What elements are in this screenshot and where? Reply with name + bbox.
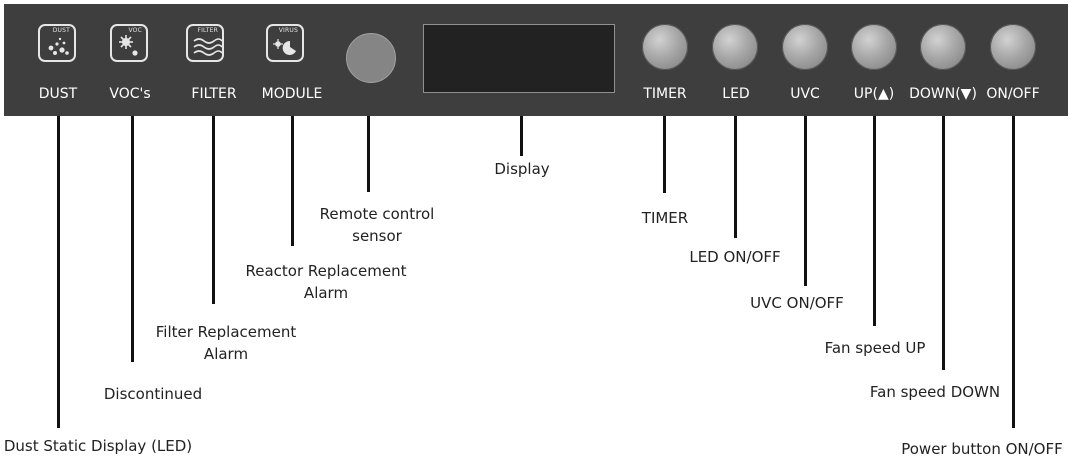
module-callout: Reactor Replacement Alarm <box>246 260 407 304</box>
sensor-leader-line <box>367 116 370 192</box>
filter-callout: Filter Replacement Alarm <box>156 321 296 365</box>
uvc-callout-text: UVC ON/OFF <box>750 294 844 312</box>
filter-callout-line1: Filter Replacement <box>155 323 297 341</box>
down-callout-text: Fan speed DOWN <box>869 383 1001 401</box>
onoff-callout: Power button ON/OFF <box>901 438 1063 460</box>
filter-callout-line2: Alarm <box>203 345 249 363</box>
uvc-leader-line <box>804 116 807 286</box>
display-callout: Display <box>494 158 549 180</box>
timer-leader-line <box>663 116 666 193</box>
sensor-callout: Remote control sensor <box>320 203 435 247</box>
up-callout: Fan speed UP <box>825 337 926 359</box>
down-leader-line <box>942 116 945 370</box>
voc-molecule-icon <box>119 35 138 56</box>
dust-callout-text: Dust Static Display (LED) <box>3 437 193 455</box>
voc-callout-text: Discontinued <box>103 385 203 403</box>
virus-icon-tag: VIRUS <box>278 27 298 34</box>
onoff-leader-line <box>1012 116 1015 428</box>
voc-callout: Discontinued <box>104 383 202 405</box>
module-callout-line2: Alarm <box>303 284 349 302</box>
filter-leader-line <box>212 116 215 304</box>
dust-particles-icon <box>48 37 69 55</box>
down-callout: Fan speed DOWN <box>870 381 1000 403</box>
module-panel-label: MODULE <box>261 86 323 102</box>
display-leader-line <box>520 116 523 156</box>
remote-control-sensor <box>346 33 396 83</box>
dust-panel-label: DUST <box>38 86 78 102</box>
voc-panel-label: VOC's <box>109 86 151 102</box>
display-callout-text: Display <box>494 160 550 178</box>
filter-icon-tag: FILTER <box>197 27 218 34</box>
down-button-label: DOWN(▼) <box>909 86 977 102</box>
voc-indicator-icon: VOC <box>110 24 148 62</box>
onoff-callout-text: Power button ON/OFF <box>901 440 1063 458</box>
dust-callout: Dust Static Display (LED) <box>4 435 192 457</box>
filter-panel-label: FILTER <box>191 86 237 102</box>
virus-icon <box>273 39 296 55</box>
sensor-callout-line1: Remote control <box>319 205 435 223</box>
module-leader-line <box>291 116 294 246</box>
led-button-label: LED <box>722 86 750 102</box>
uvc-button[interactable] <box>782 24 828 70</box>
led-callout: LED ON/OFF <box>689 246 780 268</box>
filter-indicator-icon: FILTER <box>186 24 224 62</box>
up-callout-text: Fan speed UP <box>824 339 926 357</box>
uvc-button-label: UVC <box>790 86 820 102</box>
led-button[interactable] <box>712 24 758 70</box>
module-callout-line1: Reactor Replacement <box>245 262 407 280</box>
up-leader-line <box>873 116 876 326</box>
fan-up-button[interactable] <box>851 24 897 70</box>
onoff-button-label: ON/OFF <box>986 86 1040 102</box>
led-leader-line <box>734 116 737 238</box>
filter-waves-icon <box>193 38 223 56</box>
timer-callout: TIMER <box>642 207 688 229</box>
dust-indicator-icon: DUST <box>38 24 76 62</box>
sensor-callout-line2: sensor <box>352 227 402 245</box>
dust-icon-tag: DUST <box>52 27 70 34</box>
led-callout-text: LED ON/OFF <box>689 248 781 266</box>
uvc-callout: UVC ON/OFF <box>750 292 844 314</box>
timer-callout-text: TIMER <box>641 209 689 227</box>
voc-icon-tag: VOC <box>128 27 142 34</box>
module-indicator-icon: VIRUS <box>266 24 304 62</box>
up-button-label: UP(▲) <box>853 86 895 102</box>
dust-leader-line <box>57 116 60 428</box>
power-button[interactable] <box>990 24 1036 70</box>
display-screen <box>423 24 615 93</box>
timer-button[interactable] <box>642 24 688 70</box>
voc-leader-line <box>131 116 134 362</box>
fan-down-button[interactable] <box>920 24 966 70</box>
timer-button-label: TIMER <box>643 86 687 102</box>
